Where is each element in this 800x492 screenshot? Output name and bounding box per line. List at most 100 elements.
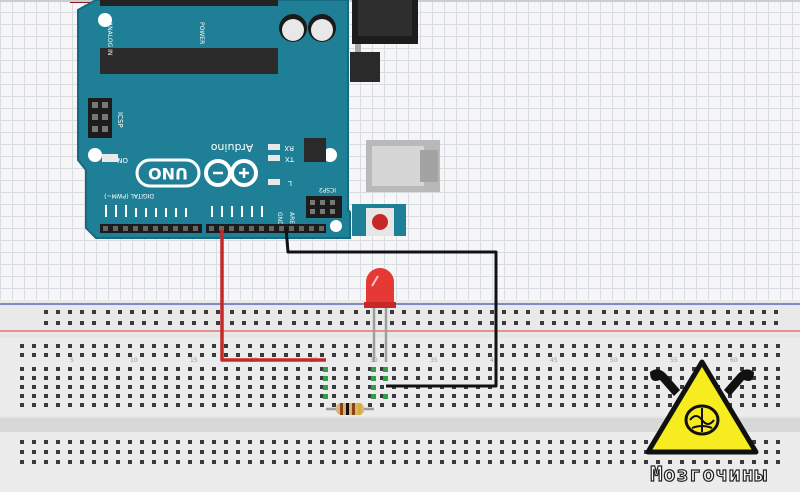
breadboard-hole — [354, 321, 358, 325]
terminal-holes — [20, 344, 780, 464]
breadboard-hole — [200, 367, 204, 371]
breadboard-hole — [140, 394, 144, 398]
breadboard-hole — [560, 385, 564, 389]
breadboard-hole — [632, 440, 636, 444]
breadboard-hole — [68, 310, 72, 314]
breadboard-hole — [340, 310, 344, 314]
breadboard-hole — [80, 344, 84, 348]
breadboard-hole — [248, 440, 252, 444]
breadboard-hole — [488, 394, 492, 398]
breadboard-hole — [452, 440, 456, 444]
breadboard-hole — [764, 353, 768, 357]
breadboard-hole — [548, 460, 552, 464]
breadboard-hole — [164, 460, 168, 464]
breadboard-hole — [428, 321, 432, 325]
breadboard-hole — [576, 321, 580, 325]
breadboard-hole — [368, 460, 372, 464]
breadboard-hole — [536, 344, 540, 348]
breadboard-hole — [700, 321, 704, 325]
breadboard-hole — [626, 310, 630, 314]
breadboard-hole — [224, 344, 228, 348]
breadboard-hole — [44, 460, 48, 464]
breadboard-hole — [140, 376, 144, 380]
breadboard-hole — [152, 367, 156, 371]
breadboard-hole — [44, 367, 48, 371]
breadboard-hole — [92, 440, 96, 444]
breadboard-hole — [440, 376, 444, 380]
breadboard-hole — [192, 310, 196, 314]
breadboard-hole — [164, 385, 168, 389]
breadboard-hole — [332, 344, 336, 348]
l-led — [268, 179, 280, 185]
breadboard-hole — [356, 385, 360, 389]
breadboard-hole — [500, 460, 504, 464]
red-wire-pin7 — [220, 230, 326, 362]
breadboard-hole — [380, 353, 384, 357]
breadboard-hole — [140, 385, 144, 389]
breadboard-hole — [502, 321, 506, 325]
breadboard-hole — [584, 344, 588, 348]
breadboard-hole — [526, 310, 530, 314]
breadboard-hole — [56, 353, 60, 357]
breadboard-hole — [44, 353, 48, 357]
breadboard-hole — [776, 394, 780, 398]
breadboard-hole — [596, 440, 600, 444]
breadboard-hole — [552, 310, 556, 314]
breadboard-hole — [32, 403, 36, 407]
breadboard-hole — [68, 321, 72, 325]
breadboard-hole — [620, 367, 624, 371]
breadboard-hole — [452, 321, 456, 325]
breadboard-hole — [716, 367, 720, 371]
breadboard-hole — [536, 403, 540, 407]
breadboard-hole — [216, 321, 220, 325]
breadboard-hole — [248, 403, 252, 407]
breadboard-hole — [284, 394, 288, 398]
breadboard-hole — [212, 353, 216, 357]
breadboard-hole — [644, 353, 648, 357]
red-led — [364, 268, 396, 362]
breadboard-hole — [56, 367, 60, 371]
breadboard-hole — [284, 344, 288, 348]
breadboard-hole — [452, 367, 456, 371]
breadboard-hole — [428, 367, 432, 371]
breadboard-hole — [680, 344, 684, 348]
breadboard-hole — [236, 367, 240, 371]
breadboard-hole — [552, 321, 556, 325]
breadboard-hole — [404, 460, 408, 464]
breadboard-hole — [548, 344, 552, 348]
breadboard-hole — [548, 367, 552, 371]
breadboard-hole — [752, 344, 756, 348]
breadboard-hole — [168, 310, 172, 314]
breadboard-hole — [230, 321, 234, 325]
breadboard-hole — [188, 344, 192, 348]
breadboard-hole — [368, 367, 372, 371]
breadboard-hole — [284, 440, 288, 444]
breadboard-hole — [692, 367, 696, 371]
breadboard-hole — [44, 321, 48, 325]
breadboard-hole — [476, 367, 480, 371]
breadboard-hole — [588, 310, 592, 314]
breadboard-hole — [602, 321, 606, 325]
breadboard-hole — [272, 403, 276, 407]
breadboard-hole — [560, 450, 564, 454]
breadboard-hole — [104, 344, 108, 348]
breadboard-hole — [272, 450, 276, 454]
breadboard-hole — [308, 403, 312, 407]
breadboard-hole — [564, 310, 568, 314]
breadboard-hole — [500, 385, 504, 389]
board-name: UNO — [148, 164, 188, 183]
breadboard-hole — [320, 353, 324, 357]
breadboard-hole — [404, 344, 408, 348]
breadboard-hole — [524, 394, 528, 398]
breadboard-hole — [176, 450, 180, 454]
breadboard-hole — [116, 367, 120, 371]
breadboard-hole — [688, 321, 692, 325]
breadboard-hole — [260, 344, 264, 348]
breadboard-hole — [416, 403, 420, 407]
breadboard-hole — [320, 367, 324, 371]
column-number: 10 — [130, 357, 138, 364]
breadboard-hole — [404, 450, 408, 454]
breadboard-hole — [540, 321, 544, 325]
breadboard-hole — [572, 440, 576, 444]
logo-text: Мозгочины — [650, 461, 768, 486]
